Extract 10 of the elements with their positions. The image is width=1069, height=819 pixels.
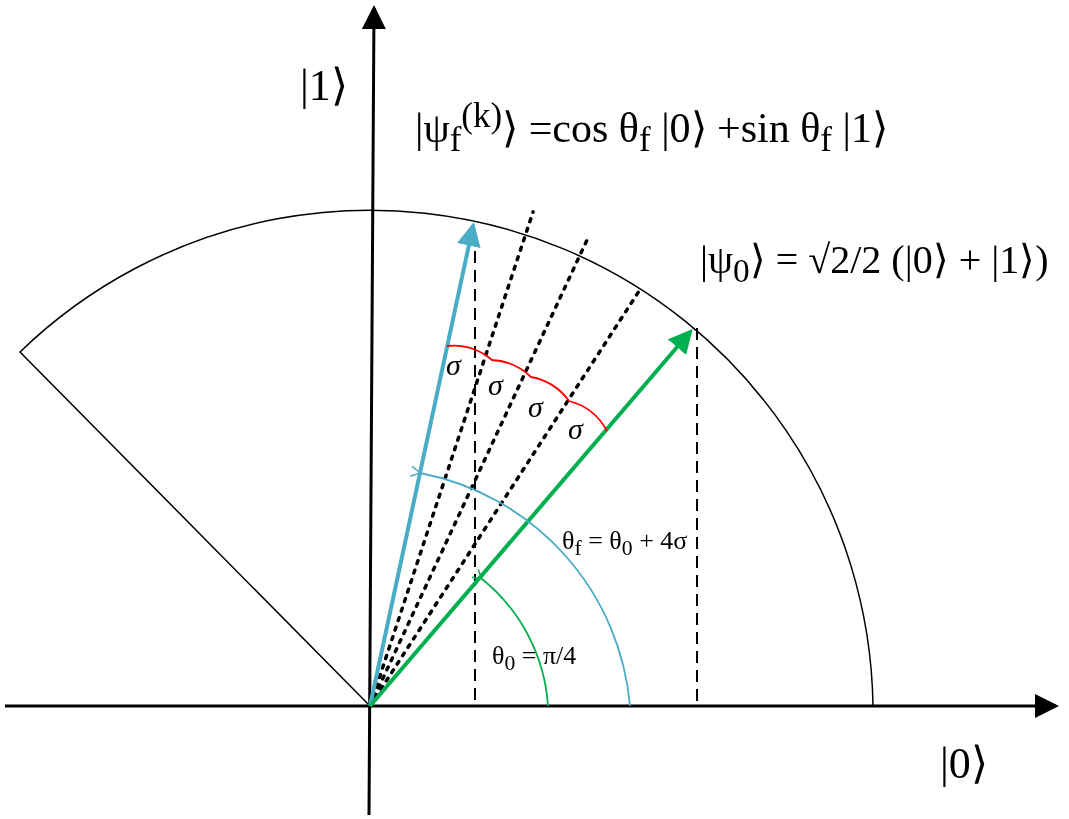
- angle-label: θ$_{f}$ = θ$_{0}$ + 4σ: [562, 528, 688, 560]
- state-equation: |ψ$_{0}$⟩ = √2/2 (|0⟩ + |1⟩): [700, 240, 1049, 288]
- angle-label: σ: [488, 370, 503, 400]
- axis-label: |0⟩: [940, 742, 988, 786]
- axis-label: |1⟩: [300, 64, 348, 108]
- state-equation: |ψ$_{f}$$^{(k)}$⟩ =cos θ$_{f}$ |0⟩ +sin θ$_{f}$ |1⟩: [415, 98, 888, 158]
- angle-label: σ: [446, 350, 461, 380]
- angle-label: σ: [528, 392, 543, 422]
- angle-label: σ: [568, 414, 583, 444]
- angle-label: θ$_{0}$ = π/4: [492, 643, 577, 675]
